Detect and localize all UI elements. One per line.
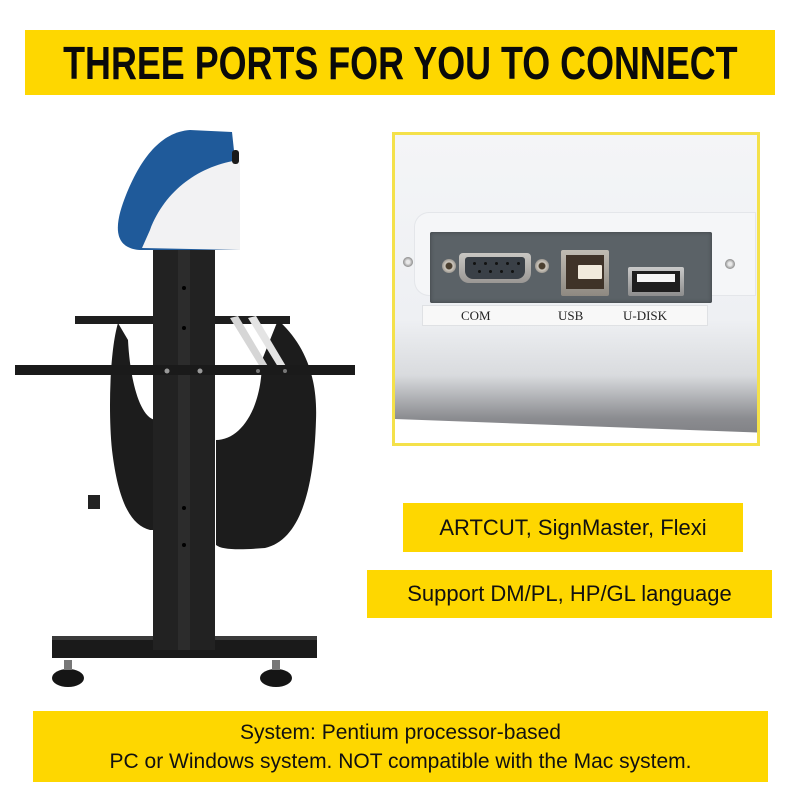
system-line-2: PC or Windows system. NOT compatible wit… [109, 749, 692, 773]
vinyl-cutter-stand-image [15, 130, 355, 687]
usb-a-port-icon [628, 267, 684, 296]
banner-title: THREE PORTS FOR YOU TO CONNECT [62, 36, 738, 89]
language-box: Support DM/PL, HP/GL language [367, 570, 772, 618]
port-label-com: COM [461, 307, 491, 323]
screw-icon [403, 257, 413, 267]
usb-b-port-icon [561, 250, 609, 296]
software-text: ARTCUT, SignMaster, Flexi [439, 514, 707, 540]
port-label-strip: COM USB U-DISK [422, 305, 708, 326]
title-banner: THREE PORTS FOR YOU TO CONNECT [25, 30, 775, 95]
db9-serial-port-icon [459, 253, 531, 283]
language-text: Support DM/PL, HP/GL language [407, 581, 732, 606]
software-box: ARTCUT, SignMaster, Flexi [403, 503, 743, 552]
system-line-1: System: Pentium processor-based [240, 720, 561, 744]
ports-photo: COM USB U-DISK [392, 132, 760, 446]
port-label-udisk: U-DISK [623, 307, 668, 323]
system-requirements-box: System: Pentium processor-based PC or Wi… [33, 711, 768, 782]
port-label-usb: USB [558, 307, 584, 323]
screw-icon [725, 259, 735, 269]
